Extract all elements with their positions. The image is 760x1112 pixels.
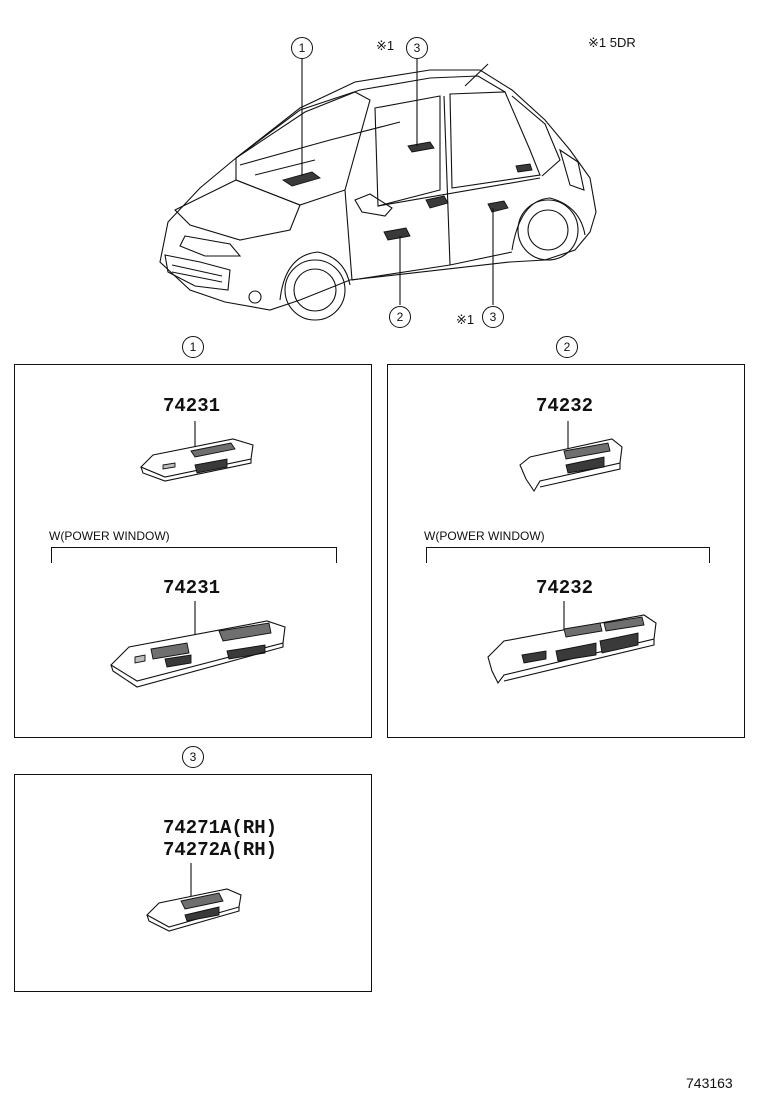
note-5dr: ※1 5DR (588, 35, 636, 50)
note-marker-top: ※1 (376, 38, 395, 53)
panel2-part-top[interactable]: 74232 (536, 395, 594, 417)
panel1-variant-bracket (51, 547, 337, 563)
panel3-part-line1[interactable]: 74271A(RH) (163, 817, 278, 839)
panel-2: 74232 W(POWER WINDOW) 74232 (387, 364, 745, 738)
callout-3-top[interactable]: 3 (406, 37, 428, 59)
callout-1-top[interactable]: 1 (291, 37, 313, 59)
panel3-switch (146, 863, 242, 932)
panel2-switch-bottom (487, 601, 657, 685)
panel2-variant-bracket (426, 547, 710, 563)
panel2-callout[interactable]: 2 (556, 336, 578, 358)
figure-number: 743163 (686, 1075, 733, 1091)
panel3-callout[interactable]: 3 (182, 746, 204, 768)
panel-1: 74231 W(POWER WINDOW) 74231 (14, 364, 372, 738)
panel-3: 74271A(RH) 74272A(RH) (14, 774, 372, 992)
panel2-variant-label: W(POWER WINDOW) (424, 529, 545, 543)
panel1-switch-top (140, 421, 254, 482)
panel2-switch-top (519, 421, 623, 493)
panel3-part-line2[interactable]: 74272A(RH) (163, 839, 278, 861)
panel1-callout[interactable]: 1 (182, 336, 204, 358)
callout-3-bottom[interactable]: 3 (482, 306, 504, 328)
panel1-part-bottom[interactable]: 74231 (163, 577, 221, 599)
panel1-part-top[interactable]: 74231 (163, 395, 221, 417)
panel1-variant-label: W(POWER WINDOW) (49, 529, 170, 543)
note-marker-bottom: ※1 (456, 312, 475, 327)
panel2-part-bottom[interactable]: 74232 (536, 577, 594, 599)
panel1-switch-bottom (110, 601, 286, 688)
callout-2-bottom[interactable]: 2 (389, 306, 411, 328)
car-illustration (159, 59, 597, 321)
